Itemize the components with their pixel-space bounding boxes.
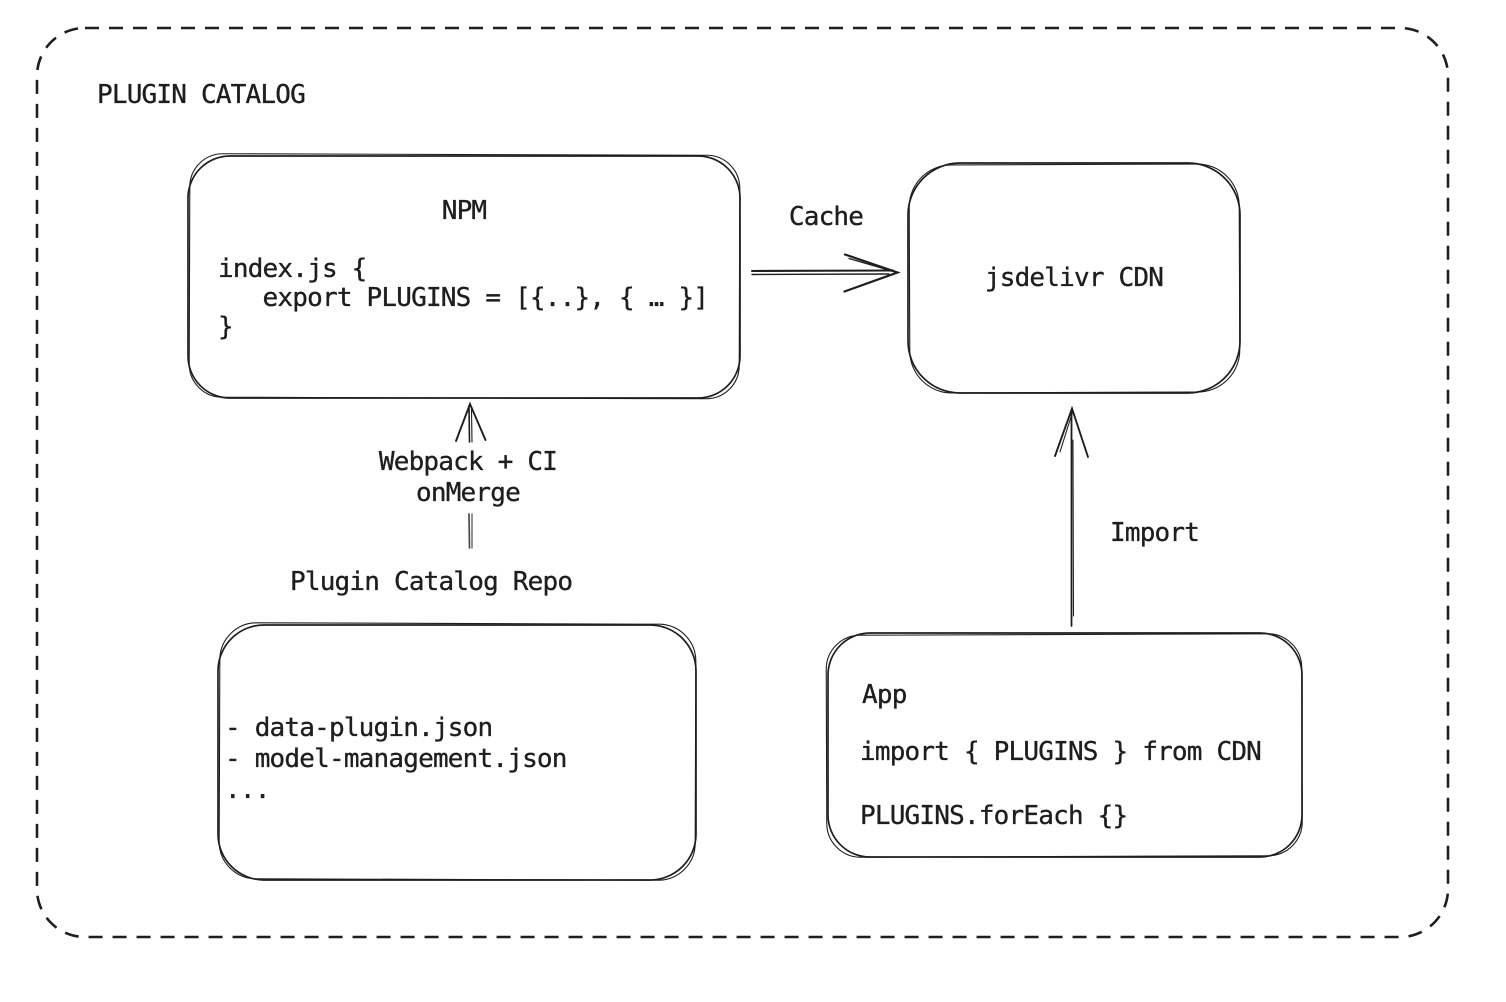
build-arrow-label: Webpack + CI onMerge	[378, 447, 558, 508]
repo-box-title: Plugin Catalog Repo	[290, 567, 573, 597]
npm-box	[187, 153, 741, 400]
npm-box-title: NPM	[441, 196, 488, 226]
diagram-title: PLUGIN CATALOG	[97, 80, 306, 110]
build-arrow	[455, 401, 487, 443]
app-import-line: import { PLUGINS } from CDN	[860, 737, 1262, 767]
cache-arrow-label: Cache	[788, 202, 864, 232]
repo-build-connector	[468, 513, 473, 549]
npm-code-block: index.js { export PLUGINS = [{..}, { … }…	[218, 254, 709, 342]
app-foreach-line: PLUGINS.forEach {}	[860, 801, 1129, 831]
repo-box	[217, 622, 697, 881]
cdn-box	[907, 162, 1241, 394]
cache-arrow	[750, 253, 901, 293]
import-arrow-label: Import	[1110, 518, 1200, 548]
app-box	[825, 632, 1303, 858]
repo-file-list: - data-plugin.json - model-management.js…	[225, 713, 568, 805]
app-box-title: App	[862, 680, 908, 710]
import-arrow	[1054, 405, 1089, 627]
catalog-dashed-border	[35, 26, 1450, 939]
cdn-box-label: jsdelivr CDN	[984, 263, 1164, 293]
